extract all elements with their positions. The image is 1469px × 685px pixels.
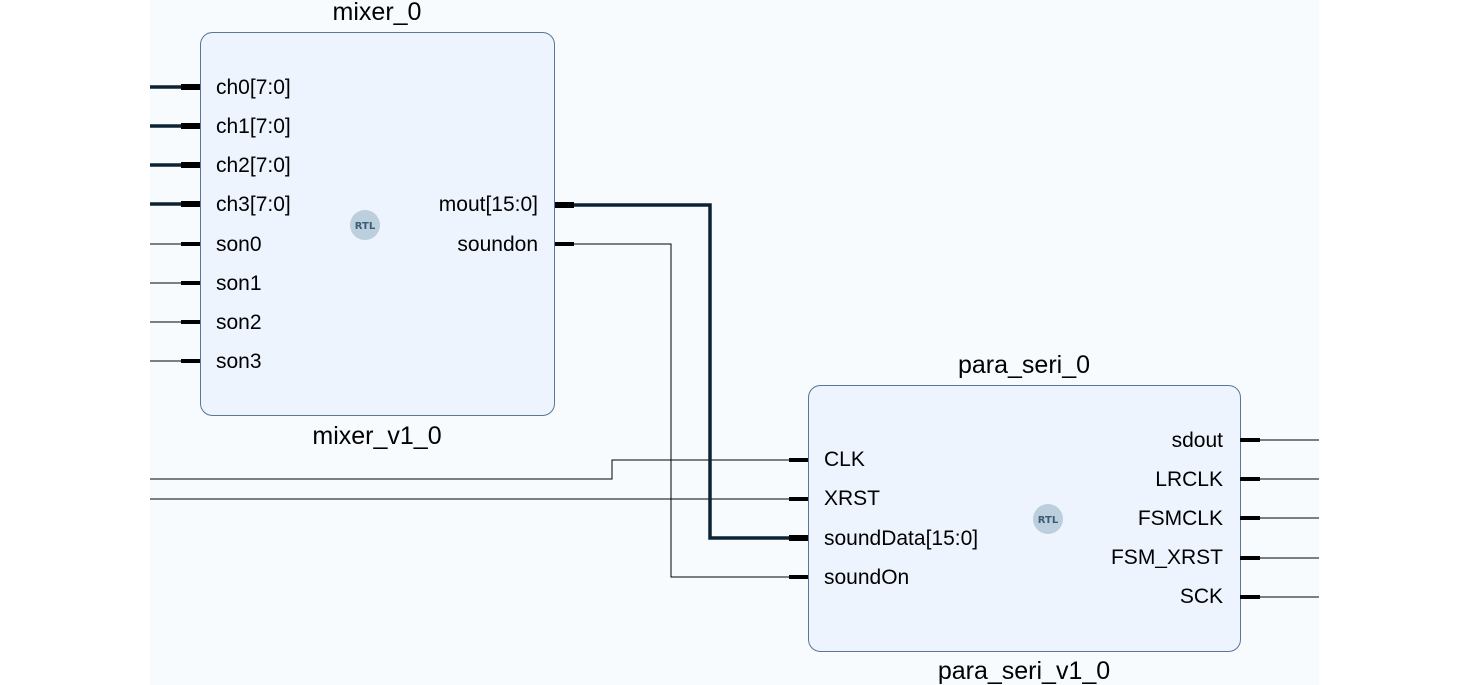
rtl-badge-icon: RTL	[1033, 504, 1063, 534]
pin-label: son3	[216, 350, 262, 373]
instance-name: mixer_0	[333, 0, 422, 26]
rtl-badge-icon: RTL	[350, 210, 380, 240]
svg-text:RTL: RTL	[355, 221, 376, 232]
pin-label: soundOn	[824, 566, 909, 589]
pin-label: ch1[7:0]	[216, 115, 291, 138]
pin-label: SCK	[1180, 585, 1223, 608]
pin-label: FSM_XRST	[1111, 546, 1223, 569]
pin-label: mout[15:0]	[439, 193, 538, 216]
pin-label: son1	[216, 272, 262, 295]
net-mout-to-sounddata[interactable]	[555, 203, 808, 540]
pin-label: sdout	[1172, 429, 1224, 452]
pin-label: ch3[7:0]	[216, 193, 291, 216]
svg-text:RTL: RTL	[1038, 515, 1059, 526]
module-name: mixer_v1_0	[312, 422, 441, 450]
pin-label: LRCLK	[1155, 468, 1223, 491]
instance-name: para_seri_0	[958, 351, 1090, 379]
pin-label: XRST	[824, 487, 880, 510]
pin-label: son0	[216, 233, 262, 256]
pin-label: son2	[216, 311, 262, 334]
block-mixer-0[interactable]: mixer_0 mixer_v1_0 ch0[7:0] ch1[7:0] ch2…	[181, 0, 574, 450]
net-soundon-to-soundon[interactable]	[555, 243, 808, 578]
wires-layer	[150, 85, 1319, 598]
pin-label: FSMCLK	[1138, 507, 1223, 530]
pin-label: ch2[7:0]	[216, 154, 291, 177]
pin-label: soundData[15:0]	[824, 527, 978, 550]
block-para-seri-0[interactable]: para_seri_0 para_seri_v1_0 CLK XRST soun…	[789, 351, 1260, 685]
pin-label: CLK	[824, 448, 865, 471]
module-name: para_seri_v1_0	[938, 657, 1110, 685]
pin-label: soundon	[457, 233, 538, 256]
pin-label: ch0[7:0]	[216, 76, 291, 99]
